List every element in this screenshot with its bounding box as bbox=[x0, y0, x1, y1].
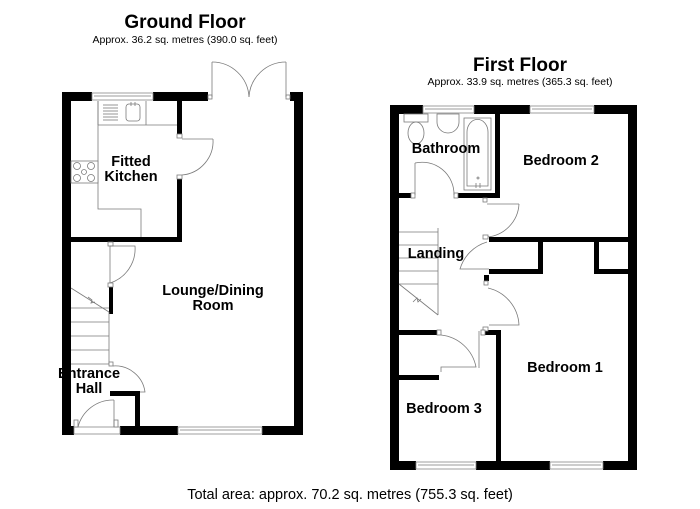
first-floor-title: First Floor bbox=[473, 55, 567, 76]
basin-icon bbox=[436, 113, 460, 134]
window bbox=[415, 461, 477, 470]
wall bbox=[135, 391, 140, 431]
wall bbox=[603, 461, 637, 470]
total-area: Total area: approx. 70.2 sq. metres (755… bbox=[187, 487, 513, 503]
window bbox=[91, 92, 154, 101]
wall bbox=[120, 426, 178, 435]
front-door bbox=[73, 399, 119, 428]
wall bbox=[458, 193, 500, 198]
wall bbox=[538, 237, 543, 274]
wall bbox=[399, 193, 411, 198]
window bbox=[549, 461, 604, 470]
wall bbox=[153, 92, 208, 101]
bathroom-fixtures bbox=[403, 113, 492, 191]
wall bbox=[390, 105, 423, 114]
ground-floor-area: Approx. 36.2 sq. metres (390.0 sq. feet) bbox=[92, 34, 278, 46]
cupboard-door bbox=[459, 241, 489, 270]
room-label-entrance-hall: Entrance bbox=[58, 366, 120, 382]
room-label-bathroom: Bathroom bbox=[412, 141, 480, 157]
room-label-landing: Landing bbox=[408, 246, 464, 262]
wall bbox=[495, 114, 500, 198]
wall bbox=[71, 237, 182, 242]
wall bbox=[390, 461, 416, 470]
toilet-cistern-icon bbox=[403, 113, 429, 123]
window bbox=[529, 105, 595, 114]
wall bbox=[399, 375, 439, 380]
ground-floor-title: Ground Floor bbox=[124, 12, 246, 33]
wall bbox=[474, 105, 530, 114]
staircase bbox=[70, 287, 110, 365]
wall bbox=[496, 330, 501, 465]
ground-floor-plan: Fitted Kitchen Lounge/Dining Room Entran… bbox=[58, 61, 303, 435]
wall bbox=[594, 237, 599, 274]
first-floor-plan: Bathroom Bedroom 2 Landing Bedroom 1 Bed… bbox=[390, 105, 637, 470]
room-label-bedroom-3: Bedroom 3 bbox=[406, 401, 482, 417]
room-label-kitchen: Kitchen bbox=[104, 169, 157, 185]
wall bbox=[399, 330, 437, 335]
front-door-threshold bbox=[73, 426, 121, 435]
hob-icon bbox=[70, 160, 99, 184]
room-label-entrance-hall: Hall bbox=[76, 381, 103, 397]
wall bbox=[62, 92, 71, 435]
room-label-lounge: Lounge/Dining bbox=[162, 283, 263, 299]
wall bbox=[476, 461, 550, 470]
bedroom3-door bbox=[436, 329, 486, 372]
room-label-bedroom-2: Bedroom 2 bbox=[523, 153, 599, 169]
bedroom2-door bbox=[482, 197, 520, 240]
toilet-icon bbox=[407, 121, 425, 145]
sink-icon bbox=[125, 103, 141, 122]
wall bbox=[484, 275, 489, 281]
wall bbox=[594, 269, 628, 274]
window bbox=[422, 105, 475, 114]
bathroom-door bbox=[410, 161, 459, 199]
bedroom1-door bbox=[482, 280, 520, 332]
hall-door bbox=[107, 241, 136, 288]
bath-icon bbox=[463, 117, 492, 191]
window bbox=[177, 426, 263, 435]
wall bbox=[628, 105, 637, 470]
wall bbox=[177, 101, 182, 134]
wall bbox=[294, 92, 303, 435]
wall bbox=[594, 105, 637, 114]
lounge-door bbox=[108, 361, 146, 393]
french-doors bbox=[207, 61, 291, 100]
wall bbox=[262, 426, 303, 435]
room-label-bedroom-1: Bedroom 1 bbox=[527, 360, 603, 376]
wall bbox=[489, 269, 543, 274]
first-floor-area: Approx. 33.9 sq. metres (365.3 sq. feet) bbox=[427, 76, 613, 88]
wall bbox=[177, 179, 182, 242]
room-label-lounge: Room bbox=[192, 298, 233, 314]
wall bbox=[110, 391, 140, 396]
kitchen-units bbox=[70, 101, 177, 237]
wall bbox=[489, 237, 628, 242]
wall bbox=[109, 287, 113, 314]
wall bbox=[62, 426, 74, 435]
wall bbox=[390, 105, 399, 470]
wall bbox=[62, 92, 92, 101]
staircase bbox=[398, 228, 439, 316]
room-label-kitchen: Fitted bbox=[111, 154, 150, 170]
kitchen-door bbox=[176, 133, 214, 180]
wall bbox=[485, 330, 501, 335]
